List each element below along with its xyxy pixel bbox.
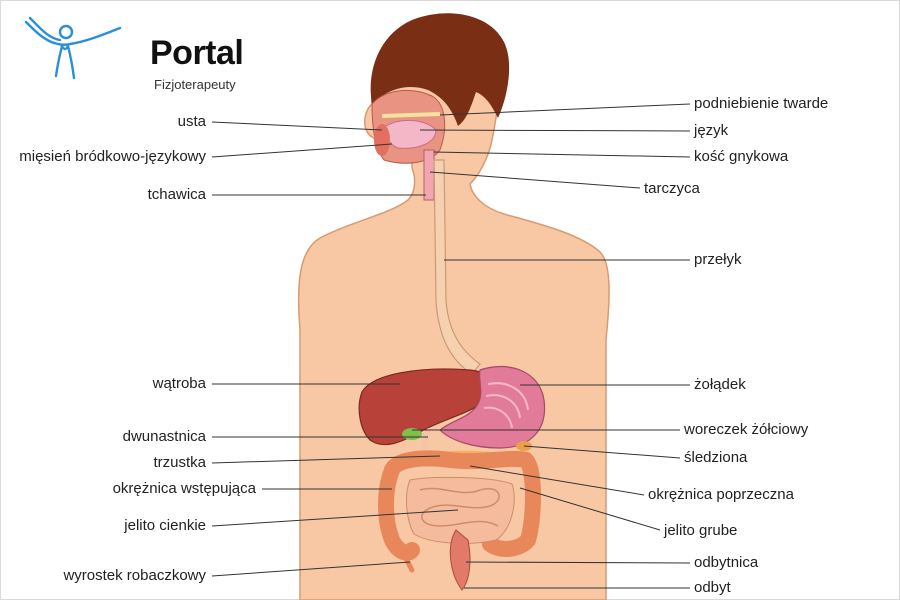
label-jelito-cienkie: jelito cienkie: [124, 517, 206, 534]
label-okreznica-wstepujaca: okrężnica wstępująca: [112, 480, 256, 497]
hard-palate: [381, 112, 441, 118]
esophagus: [433, 159, 481, 375]
label-trzustka: trzustka: [153, 454, 206, 471]
person-arms-up-icon: [24, 16, 122, 80]
leader-okreznica-poprzeczna: [469, 465, 645, 496]
label-kosc-gnykowa: kość gnykowa: [694, 148, 789, 165]
large-intestine: [384, 450, 541, 557]
portal-logo[interactable]: Portal Fizjoterapeuty: [22, 14, 262, 92]
stomach-folds: [483, 382, 529, 429]
label-tchawica: tchawica: [147, 186, 206, 203]
leader-jezyk: [419, 129, 691, 132]
trachea: [423, 149, 435, 201]
leader-miesien: [211, 143, 393, 158]
label-sledziona: śledziona: [684, 449, 748, 466]
leader-kosc-gnykowa: [433, 151, 691, 158]
leader-usta: [211, 121, 383, 131]
leader-odbytnica: [465, 561, 691, 564]
leader-podniebienie: [439, 103, 691, 116]
liver: [358, 368, 494, 446]
leader-jelito-grube: [519, 487, 661, 531]
label-tarczyca: tarczyca: [644, 180, 700, 197]
leader-sledziona: [523, 445, 681, 459]
label-zoladek: żołądek: [694, 376, 746, 393]
rectum: [449, 529, 471, 591]
leader-jelito-cienkie: [211, 509, 459, 527]
logo-brand: Portal: [150, 34, 244, 72]
label-podniebienie-twarde: podniebienie twarde: [694, 95, 829, 112]
leader-tarczyca: [429, 171, 641, 189]
label-jelito-grube: jelito grube: [664, 522, 738, 539]
label-odbyt: odbyt: [694, 579, 731, 596]
label-miesien-brodkowo-jezykowy: mięsień bródkowo-językowy: [19, 148, 206, 165]
label-przelyk: przełyk: [694, 251, 742, 268]
label-woreczek-zolciowy: woreczek żółciowy: [684, 421, 809, 438]
label-okreznica-poprzeczna: okrężnica poprzeczna: [648, 486, 794, 503]
leader-trzustka: [211, 455, 441, 464]
label-jezyk: język: [694, 122, 729, 139]
label-watroba: wątroba: [152, 375, 206, 392]
leader-wyrostek: [211, 561, 411, 577]
label-wyrostek-robaczkowy: wyrostek robaczkowy: [63, 567, 206, 584]
lips: [374, 124, 390, 156]
small-intestine-loops: [419, 487, 500, 527]
hair: [370, 13, 510, 126]
label-dwunastnica: dwunastnica: [122, 428, 206, 445]
small-intestine: [406, 476, 515, 544]
label-odbytnica: odbytnica: [694, 554, 759, 571]
label-usta: usta: [177, 113, 206, 130]
logo-tagline: Fizjoterapeuty: [154, 77, 236, 92]
